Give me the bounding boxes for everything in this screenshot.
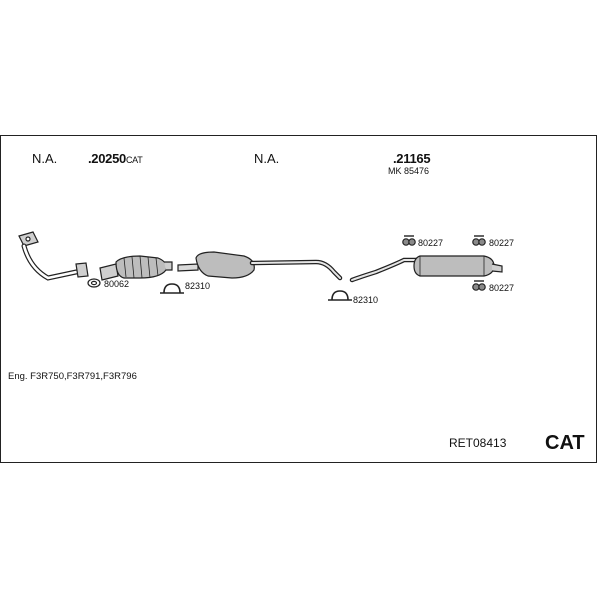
clamp-left-icon [160,283,184,294]
reference-number: RET08413 [449,436,507,450]
hanger-3-icon [472,280,486,291]
hanger-2-label: 80227 [489,238,515,248]
hanger-1-label: 80227 [418,238,444,248]
catalytic-converter [99,255,173,281]
clamp-right-label: 82310 [353,295,379,305]
hanger-3-label: 80227 [489,283,515,293]
section-4-sub-label: MK 85476 [388,166,430,176]
diagram-frame [0,135,597,463]
section-4-part-number: .21165 [393,151,431,166]
gasket-icon [87,278,101,288]
gasket-label: 80062 [104,279,130,289]
section-2-part-number: .20250CAT [88,151,143,166]
section-1-label: N.A. [32,151,58,166]
front-muffler [177,251,343,281]
rear-silencer [349,255,503,283]
flange-bolt-icon [25,236,31,242]
engine-codes: Eng. F3R750,F3R791,F3R796 [8,371,137,382]
cat-badge: CAT [545,432,585,454]
clamp-left-label: 82310 [185,281,211,291]
hanger-1-icon [402,235,416,246]
section-3-label: N.A. [254,151,280,166]
clamp-right-icon [328,290,352,301]
hanger-2-icon [472,235,486,246]
